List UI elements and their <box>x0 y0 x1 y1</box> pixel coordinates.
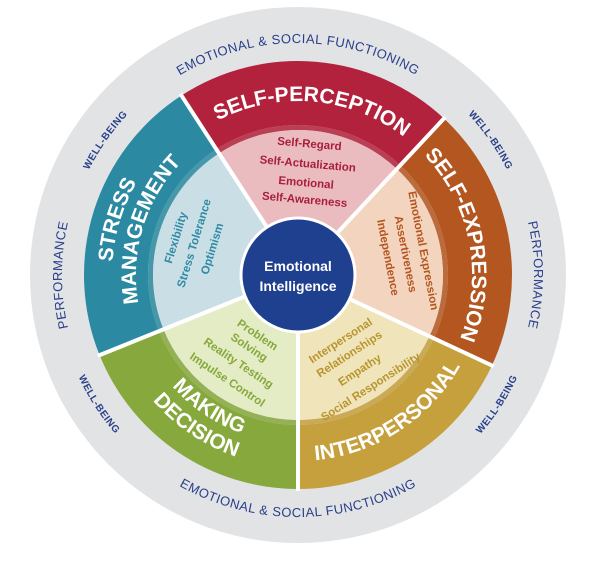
stress-management-inner-segment <box>153 153 267 330</box>
segment-divider <box>348 297 495 369</box>
self-perception-inner-segment <box>219 129 397 234</box>
center-circle <box>239 216 357 334</box>
stress-management-outer-band <box>84 95 217 356</box>
segment-self-perception <box>181 60 444 234</box>
self-expression-ring-line <box>396 165 448 339</box>
competency-item: Self-Regard <box>277 136 342 154</box>
interpersonal-ring-line <box>298 336 434 425</box>
interpersonal-outer-band <box>298 338 492 489</box>
self-perception-ring-line <box>216 125 401 169</box>
segment-divider <box>96 294 246 358</box>
self-perception-outer-band <box>181 60 444 166</box>
decision-making-ring-line <box>158 329 298 426</box>
decision-making-inner-segment <box>163 296 298 421</box>
segment-stress-management <box>84 95 267 356</box>
ring-label-left: PERFORMANCE <box>50 220 71 331</box>
ring-label-left-path: PERFORMANCE <box>50 220 70 331</box>
decision-making-outer-band <box>99 331 298 489</box>
interpersonal-inner-segment <box>298 299 430 420</box>
segment-divider <box>335 115 447 235</box>
self-expression-outer-band <box>400 118 512 366</box>
competency-item: Emotional <box>278 175 334 192</box>
stress-management-ring-line <box>148 149 220 332</box>
self-expression-inner-segment <box>336 168 444 337</box>
center-title-line2: Intelligence <box>259 278 336 294</box>
segment-self-expression <box>336 118 512 366</box>
segment-interpersonal <box>298 299 492 489</box>
ring-label-right-path: PERFORMANCE <box>525 220 545 331</box>
center-title-line1: Emotional <box>264 258 332 274</box>
segment-decision-making <box>99 296 298 489</box>
ring-label-right: PERFORMANCE <box>525 220 546 331</box>
segment-divider <box>178 92 269 229</box>
